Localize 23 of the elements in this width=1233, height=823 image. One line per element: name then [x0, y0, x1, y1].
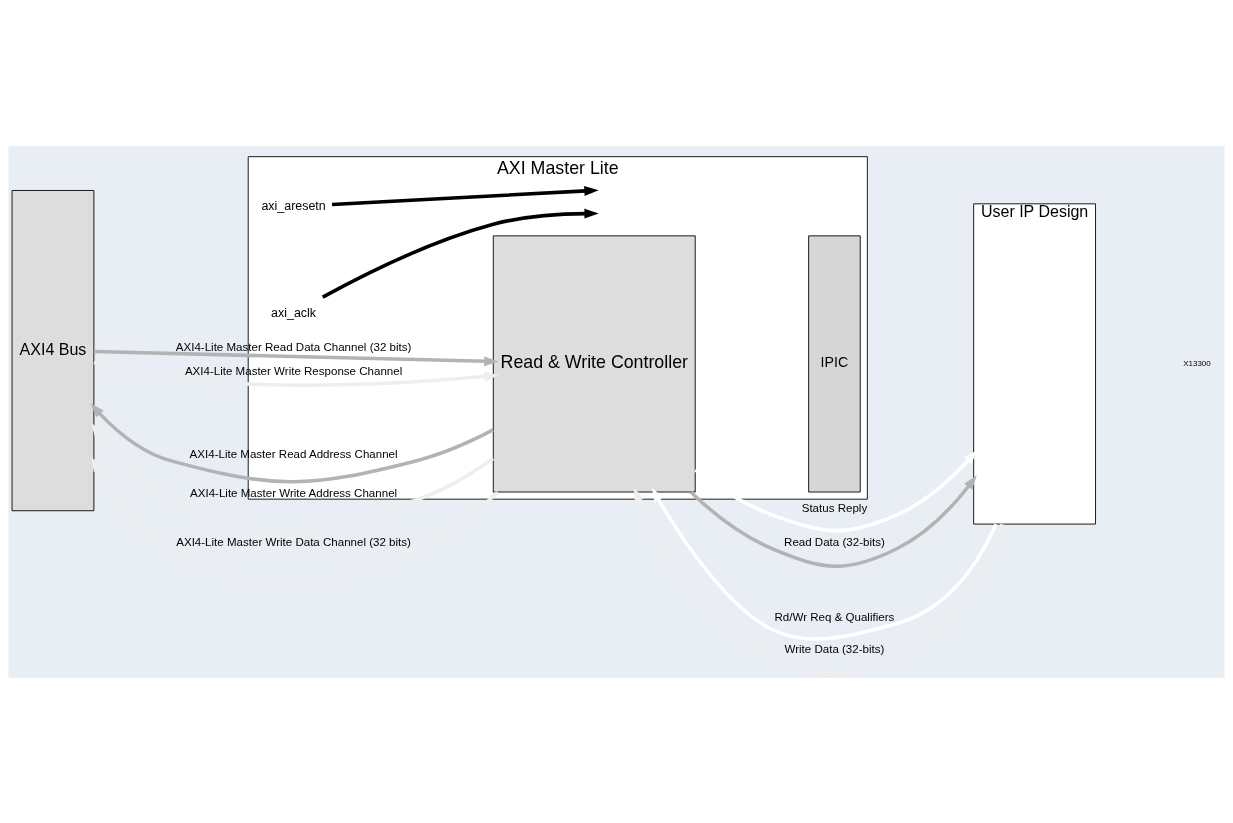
node-text: axi_aresetn	[261, 198, 326, 213]
arrow	[633, 486, 1004, 676]
arrow	[651, 487, 998, 641]
node-box: Read & Write Controller	[492, 234, 696, 492]
node-box: User IP Design	[973, 202, 1096, 524]
node-text: axi_aclk	[271, 305, 317, 320]
arrow	[321, 208, 599, 299]
arrow	[93, 360, 499, 387]
label: X13300	[1183, 358, 1211, 368]
edge-label: AXI4-Lite Master Write Data Channel (32 bits)	[176, 535, 411, 548]
arrow	[91, 422, 495, 533]
arrow	[331, 185, 599, 206]
edge-label: Status Reply	[801, 501, 868, 514]
arrow	[90, 402, 494, 484]
edge-label: Read Data (32-bits)	[784, 535, 885, 548]
arrow	[689, 474, 977, 568]
node-box: AXI4 Bus	[11, 189, 95, 511]
arrow	[93, 349, 499, 366]
arrow	[694, 449, 978, 532]
node-box: IPIC	[808, 234, 861, 492]
edge-label: Write Data (32-bits)	[784, 642, 885, 655]
arrow	[91, 456, 499, 587]
edge-label: Rd/Wr Req & Qualifiers	[774, 610, 895, 622]
